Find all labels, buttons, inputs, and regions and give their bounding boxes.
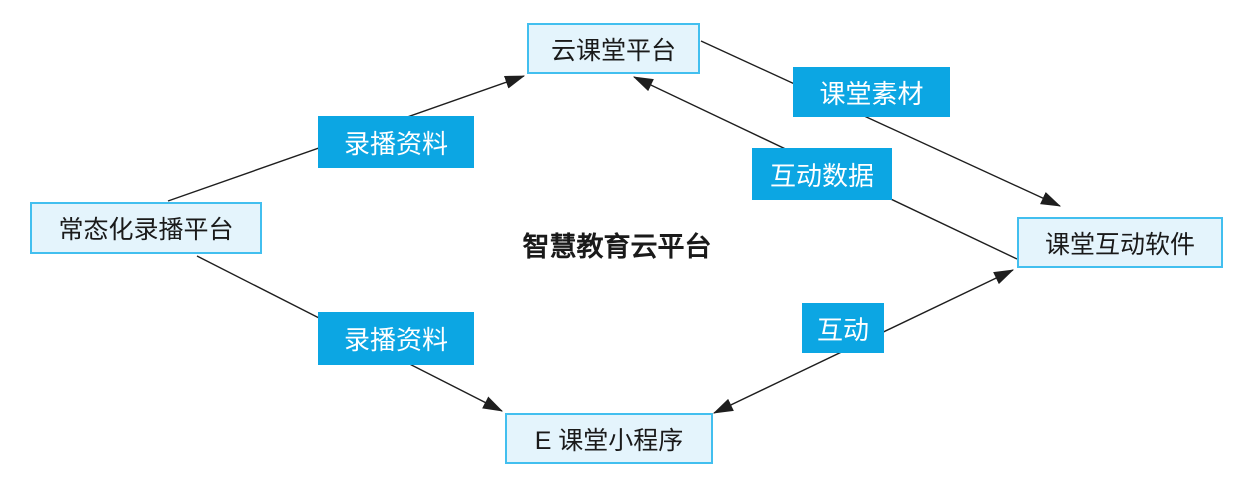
- edge-cloud-classroom-to-interactive-software: [700, 40, 1062, 207]
- center-label-smart-education-cloud: 智慧教育云平台: [522, 231, 712, 262]
- node-recording-platform: 常态化录播平台: [30, 202, 262, 254]
- node-interactive-software: 课堂互动软件: [1017, 217, 1223, 268]
- edge-label-interaction: 互动: [802, 303, 884, 353]
- edge-label-interaction-data: 互动数据: [752, 148, 892, 200]
- edge-label-classroom-materials: 课堂素材: [793, 67, 950, 117]
- edge-label-recording-data-top: 录播资料: [318, 116, 474, 168]
- node-e-classroom-miniapp: E 课堂小程序: [505, 413, 713, 464]
- edge-label-recording-data-bottom: 录播资料: [318, 312, 474, 365]
- node-cloud-classroom: 云课堂平台: [527, 23, 700, 74]
